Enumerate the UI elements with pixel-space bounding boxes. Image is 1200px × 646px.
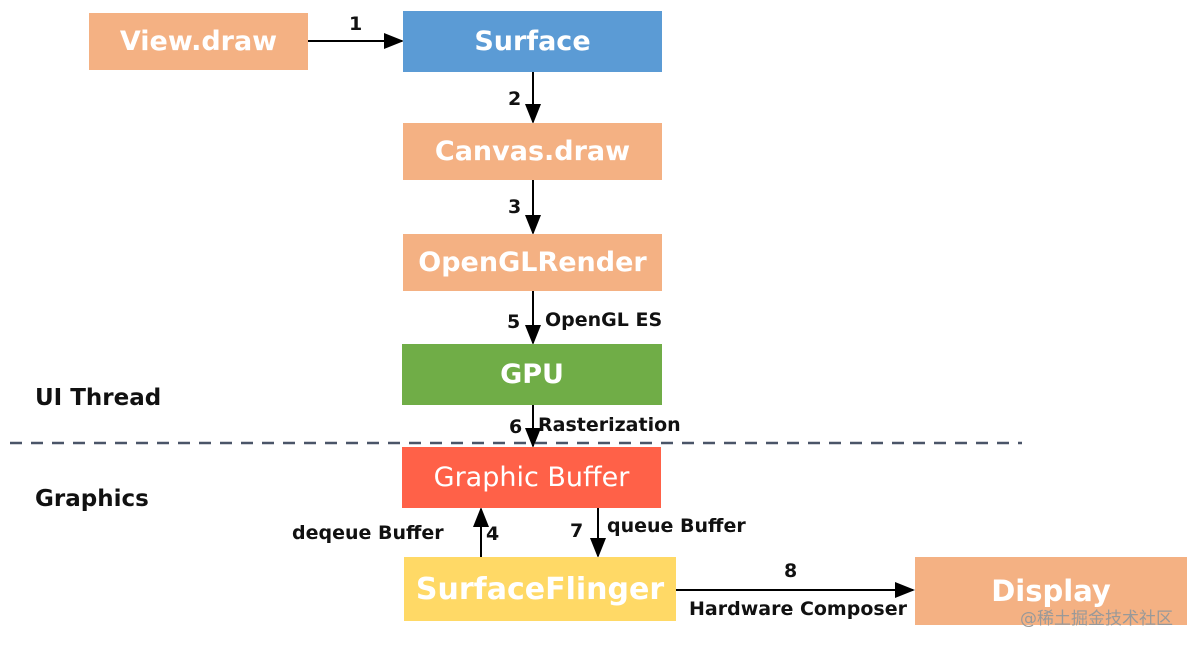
opengl-render-box: OpenGLRender: [403, 234, 662, 291]
view-draw-box: View.draw: [89, 13, 308, 70]
deqeue-buffer-label: deqeue Buffer: [292, 522, 444, 544]
step-8-label: 8: [784, 560, 798, 582]
watermark: @稀土掘金技术社区: [1020, 609, 1173, 629]
surface-flinger-box: SurfaceFlinger: [404, 557, 676, 621]
step-6-label: 6: [509, 416, 523, 438]
step-1-label: 1: [349, 13, 363, 35]
opengl-es-label: OpenGL ES: [545, 309, 663, 331]
rasterization-label: Rasterization: [538, 414, 681, 436]
graphics-label: Graphics: [35, 486, 149, 512]
step-5-label: 5: [507, 311, 521, 333]
ui-thread-label: UI Thread: [35, 385, 162, 411]
display-box: Display: [915, 557, 1187, 625]
step-2-label: 2: [508, 88, 522, 110]
step-3-label: 3: [508, 196, 522, 218]
queue-buffer-label: queue Buffer: [607, 515, 746, 537]
canvas-draw-box: Canvas.draw: [403, 123, 662, 180]
step-7-label: 7: [570, 520, 584, 542]
surface-box: Surface: [403, 11, 662, 72]
step-4-label: 4: [486, 523, 500, 545]
graphic-buffer-box: Graphic Buffer: [402, 447, 661, 508]
hardware-composer-label: Hardware Composer: [689, 598, 907, 620]
gpu-box: GPU: [402, 344, 662, 405]
